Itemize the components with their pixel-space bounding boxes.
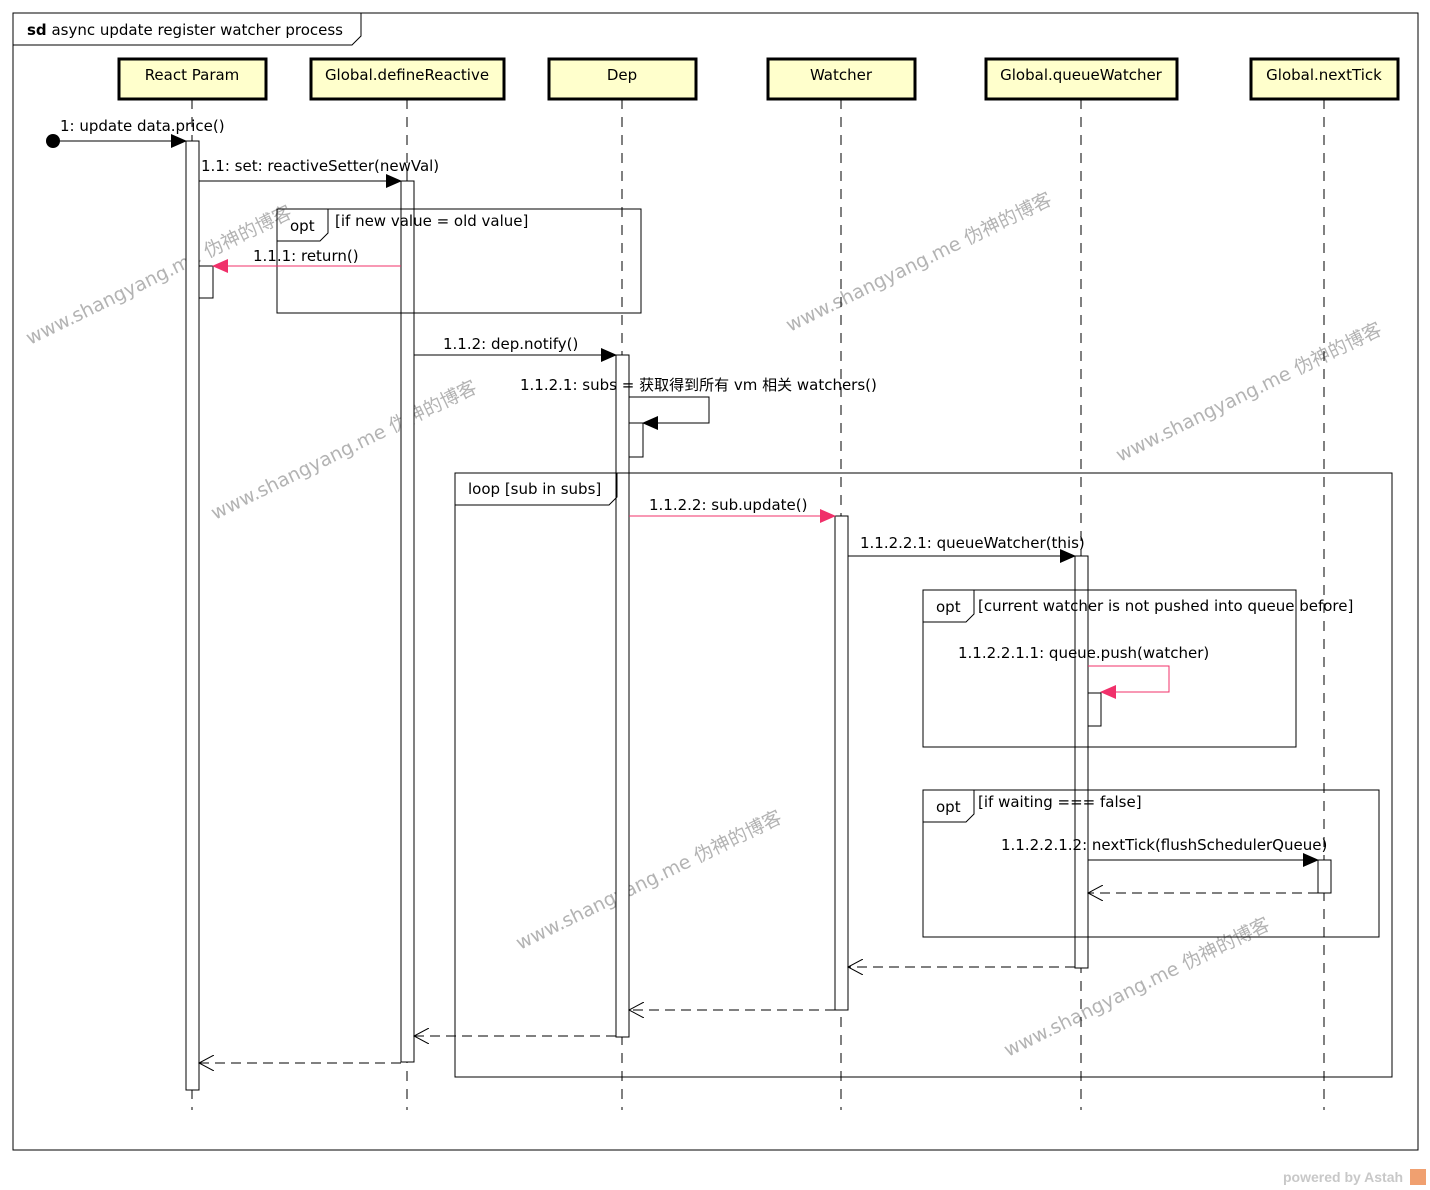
message-1-1-2[interactable]: 1.1.2: dep.notify()	[414, 335, 617, 362]
message-1[interactable]: 1: update data.price()	[46, 117, 225, 148]
message-1-1-2-2-1-1[interactable]: 1.1.2.2.1.1: queue.push(watcher)	[958, 644, 1209, 699]
message-1-1-2-2-1[interactable]: 1.1.2.2.1: queueWatcher(this)	[848, 534, 1085, 563]
lifeline-queue-watcher[interactable]: Global.queueWatcher	[984, 57, 1179, 101]
fragment-opt-3: opt [if waiting === false]	[922, 789, 1380, 938]
lifeline-next-tick[interactable]: Global.nextTick	[1249, 57, 1400, 101]
svg-text:1.1.2: dep.notify(): 1.1.2: dep.notify()	[443, 335, 578, 353]
lifeline-define-reactive[interactable]: Global.defineReactive	[309, 57, 506, 101]
svg-text:1.1.2.2: sub.update(): 1.1.2.2: sub.update()	[649, 496, 807, 514]
lifeline-react-param[interactable]: React Param	[117, 57, 268, 101]
svg-text:1.1.2.1: subs = 获取得到所有 vm 相关 w: 1.1.2.1: subs = 获取得到所有 vm 相关 watchers()	[520, 376, 877, 394]
diagram-frame: sd async update register watcher process	[12, 12, 1419, 1151]
svg-text:loop [sub in subs]: loop [sub in subs]	[468, 480, 601, 498]
svg-text:powered by Astah: powered by Astah	[1283, 1169, 1403, 1185]
svg-text:sd async update register watch: sd async update register watcher process	[27, 21, 343, 39]
fragment-opt-1: opt [if new value = old value]	[276, 208, 642, 314]
lifeline-heads: React Param Global.defineReactive Dep Wa…	[117, 57, 1400, 101]
frame-keyword: sd	[27, 21, 47, 39]
message-1-1-2-1[interactable]: 1.1.2.1: subs = 获取得到所有 vm 相关 watchers()	[520, 376, 877, 430]
svg-text:www.shangyang.me 伪神的博客: www.shangyang.me 伪神的博客	[1001, 913, 1274, 1061]
svg-text:1.1.2.2.1.2: nextTick(flushSch: 1.1.2.2.1.2: nextTick(flushSchedulerQueu…	[1001, 836, 1327, 854]
svg-text:1: update data.price(): 1: update data.price()	[60, 117, 225, 135]
fragment-operator: opt	[936, 598, 961, 616]
svg-text:www.shangyang.me 伪神的博客: www.shangyang.me 伪神的博客	[1113, 318, 1386, 466]
svg-text:React Param: React Param	[145, 66, 240, 84]
svg-text:1.1.2.2.1.1: queue.push(watche: 1.1.2.2.1.1: queue.push(watcher)	[958, 644, 1209, 662]
message-1-1-2-2-1-2[interactable]: 1.1.2.2.1.2: nextTick(flushSchedulerQueu…	[1001, 836, 1327, 867]
activations	[185, 140, 1332, 1091]
svg-text:www.shangyang.me 伪神的博客: www.shangyang.me 伪神的博客	[23, 201, 296, 349]
message-1-1-2-2[interactable]: 1.1.2.2: sub.update()	[629, 496, 836, 523]
svg-text:Global.queueWatcher: Global.queueWatcher	[1000, 66, 1163, 84]
svg-text:www.shangyang.me 伪神的博客: www.shangyang.me 伪神的博客	[513, 806, 786, 954]
fragment-guard: [sub in subs]	[505, 480, 601, 498]
fragment-operator: opt	[936, 798, 961, 816]
svg-text:Dep: Dep	[607, 66, 637, 84]
return-messages	[199, 893, 1318, 1063]
svg-text:www.shangyang.me 伪神的博客: www.shangyang.me 伪神的博客	[208, 376, 481, 524]
message-1-1[interactable]: 1.1: set: reactiveSetter(newVal)	[199, 157, 439, 188]
svg-text:1.1: set: reactiveSetter(newVa: 1.1: set: reactiveSetter(newVal)	[201, 157, 439, 175]
fragment-guard: [if new value = old value]	[335, 212, 528, 230]
fragment-guard: [current watcher is not pushed into queu…	[978, 597, 1353, 615]
fragment-operator: loop	[468, 480, 500, 498]
svg-text:Global.defineReactive: Global.defineReactive	[325, 66, 489, 84]
svg-text:www.shangyang.me 伪神的博客: www.shangyang.me 伪神的博客	[783, 188, 1056, 336]
fragment-guard: [if waiting === false]	[978, 793, 1142, 811]
lifeline-dep[interactable]: Dep	[547, 57, 698, 101]
message-1-1-1[interactable]: 1.1.1: return()	[212, 247, 401, 273]
lifeline-watcher[interactable]: Watcher	[766, 57, 917, 101]
svg-text:1.1.2.2.1: queueWatcher(this): 1.1.2.2.1: queueWatcher(this)	[860, 534, 1085, 552]
watermarks: www.shangyang.me 伪神的博客 www.shangyang.me …	[23, 188, 1386, 1061]
svg-text:1.1.1: return(): 1.1.1: return()	[253, 247, 359, 265]
fragment-loop: loop [sub in subs]	[454, 472, 1393, 1078]
astah-logo: powered by Astah	[1283, 1169, 1426, 1185]
svg-text:Global.nextTick: Global.nextTick	[1266, 66, 1382, 84]
frame-title: async update register watcher process	[51, 21, 343, 39]
fragment-operator: opt	[290, 217, 315, 235]
svg-text:Watcher: Watcher	[810, 66, 873, 84]
fragment-opt-2: opt [current watcher is not pushed into …	[922, 589, 1353, 748]
